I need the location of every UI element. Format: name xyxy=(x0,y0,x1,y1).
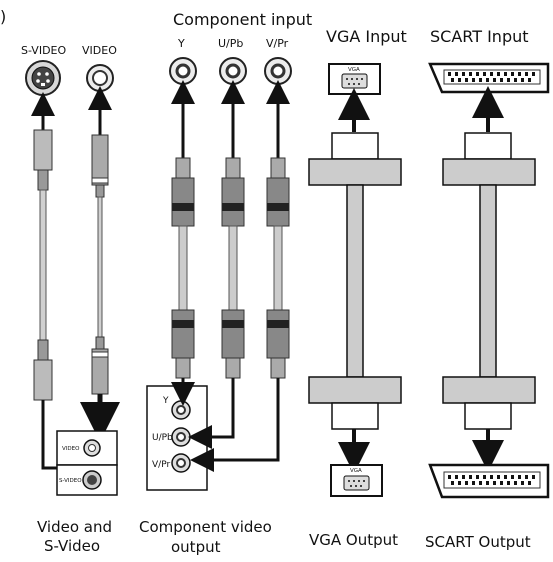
pb-route-line xyxy=(188,378,235,449)
scart-output-connector-icon xyxy=(428,463,550,499)
figure-paren: ) xyxy=(0,7,6,26)
label-pb-output: U/Pb xyxy=(152,433,173,443)
label-video-jack: VIDEO xyxy=(82,44,117,57)
caption-video-line1: Video and xyxy=(37,518,112,536)
label-svideo-small: S-VIDEO xyxy=(59,478,82,484)
caption-video-line2: S-Video xyxy=(44,537,100,555)
label-y-output: Y xyxy=(162,396,169,406)
svideo-cable xyxy=(33,129,53,401)
component-cable-y xyxy=(171,157,195,379)
scart-input-connector-icon xyxy=(428,62,550,94)
svideo-input-jack-icon xyxy=(25,60,61,96)
vga-output-connector-icon xyxy=(330,464,383,497)
scart-cable xyxy=(442,132,536,430)
y-input-jack-icon xyxy=(169,57,197,85)
label-pb-jack: U/Pb xyxy=(218,37,243,50)
caption-scart-output: SCART Output xyxy=(425,533,531,551)
vga-cable xyxy=(308,132,402,430)
pr-input-jack-icon xyxy=(264,57,292,85)
video-input-jack-icon xyxy=(86,64,114,92)
label-pr-output: V/Pr xyxy=(152,460,170,470)
label-vga-small-bottom: VGA xyxy=(350,468,362,474)
component-cable-pr xyxy=(266,157,290,379)
heading-scart-input: SCART Input xyxy=(430,27,529,46)
label-svideo-jack: S-VIDEO xyxy=(21,44,66,57)
caption-component-line2: output xyxy=(171,538,221,556)
video-output-panel xyxy=(56,430,118,496)
component-cable-pb xyxy=(221,157,245,379)
heading-component-input: Component input xyxy=(173,10,312,29)
label-pr-jack: V/Pr xyxy=(266,37,289,50)
label-vga-small-top: VGA xyxy=(348,67,360,73)
caption-component-line1: Component video xyxy=(139,518,272,536)
video-cable xyxy=(91,134,109,395)
label-y-jack: Y xyxy=(177,37,185,50)
caption-vga-output: VGA Output xyxy=(309,531,398,549)
pb-input-jack-icon xyxy=(219,57,247,85)
heading-vga-input: VGA Input xyxy=(326,27,407,46)
pr-route-line xyxy=(190,378,280,472)
label-video-small: VIDEO xyxy=(62,446,80,452)
